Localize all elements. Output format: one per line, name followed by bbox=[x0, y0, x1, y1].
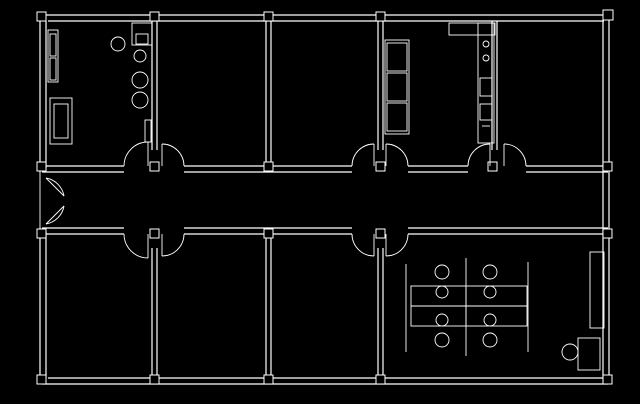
structural-columns bbox=[36, 9, 614, 385]
exterior-walls bbox=[39, 14, 610, 385]
partition-walls bbox=[151, 21, 498, 378]
kitchen-counter bbox=[448, 22, 496, 144]
door-swings bbox=[39, 141, 527, 259]
meeting-room-furniture bbox=[405, 251, 605, 371]
office-1-furniture bbox=[47, 22, 153, 145]
corridor-walls bbox=[42, 165, 608, 235]
lounge-sofa bbox=[384, 39, 410, 135]
